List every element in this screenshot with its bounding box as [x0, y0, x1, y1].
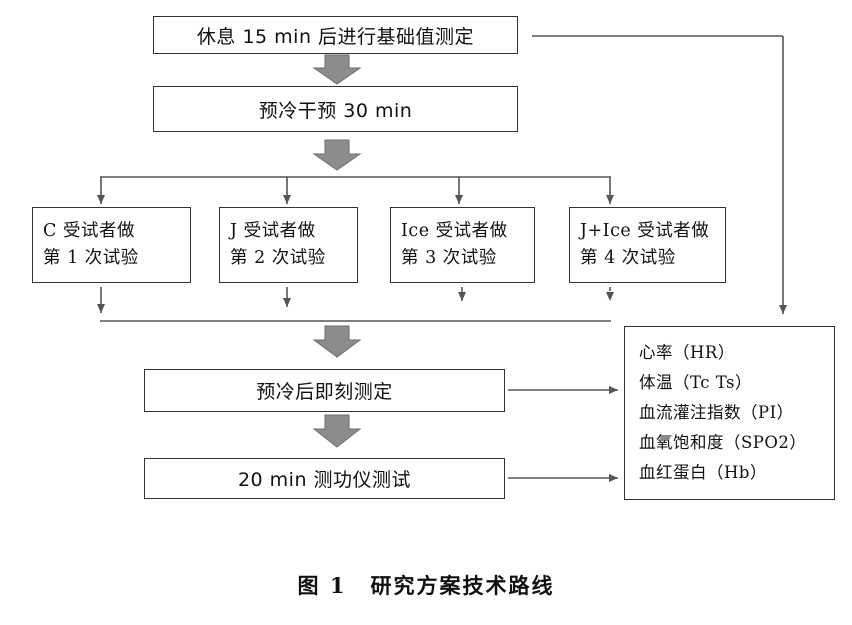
measure-hemoglobin: 血红蛋白（Hb） [639, 463, 767, 482]
baseline-step-label: 休息 15 min 后进行基础值测定 [196, 25, 475, 48]
group-ice-line2: 第 3 次试验 [401, 248, 497, 268]
block-arrow-3 [312, 325, 362, 358]
measure-heart-rate: 心率（HR） [639, 343, 735, 362]
block-arrow-4 [312, 414, 362, 448]
group-c-line1: C 受试者做 [43, 221, 135, 241]
figure-caption: 图 1 研究方案技术路线 [0, 570, 852, 600]
group-j-ice-line2: 第 4 次试验 [580, 248, 676, 268]
figure-title: 研究方案技术路线 [370, 573, 555, 598]
power-test-step-box: 20 min 测功仪测试 [144, 458, 505, 499]
group-c-box: C 受试者做 第 1 次试验 [32, 207, 191, 283]
immediate-step-box: 预冷后即刻测定 [144, 369, 505, 412]
group-j-ice-box: J+Ice 受试者做 第 4 次试验 [569, 207, 726, 283]
figure-number: 图 1 [297, 573, 347, 598]
measures-box: 心率（HR） 体温（Tc Ts） 血流灌注指数（PI） 血氧饱和度（SPO2） … [624, 326, 835, 500]
measure-perfusion-index: 血流灌注指数（PI） [639, 403, 794, 422]
group-j-line2: 第 2 次试验 [230, 248, 326, 268]
group-j-box: J 受试者做 第 2 次试验 [219, 207, 358, 283]
group-c-line2: 第 1 次试验 [43, 248, 139, 268]
group-ice-line1: Ice 受试者做 [401, 221, 508, 241]
immediate-step-label: 预冷后即刻测定 [256, 381, 393, 403]
measure-body-temperature: 体温（Tc Ts） [639, 373, 752, 392]
group-j-ice-line1: J+Ice 受试者做 [580, 221, 710, 241]
group-j-line1: J 受试者做 [230, 221, 316, 241]
group-ice-box: Ice 受试者做 第 3 次试验 [390, 207, 535, 283]
precool-step-box: 预冷干预 30 min [153, 86, 518, 132]
measure-oxygen-saturation: 血氧饱和度（SPO2） [639, 433, 807, 452]
block-arrow-2 [312, 139, 362, 171]
precool-step-label: 预冷干预 30 min [258, 99, 413, 122]
block-arrow-1 [312, 54, 362, 85]
baseline-step-box: 休息 15 min 后进行基础值测定 [153, 16, 518, 54]
power-test-step-label: 20 min 测功仪测试 [237, 469, 412, 491]
